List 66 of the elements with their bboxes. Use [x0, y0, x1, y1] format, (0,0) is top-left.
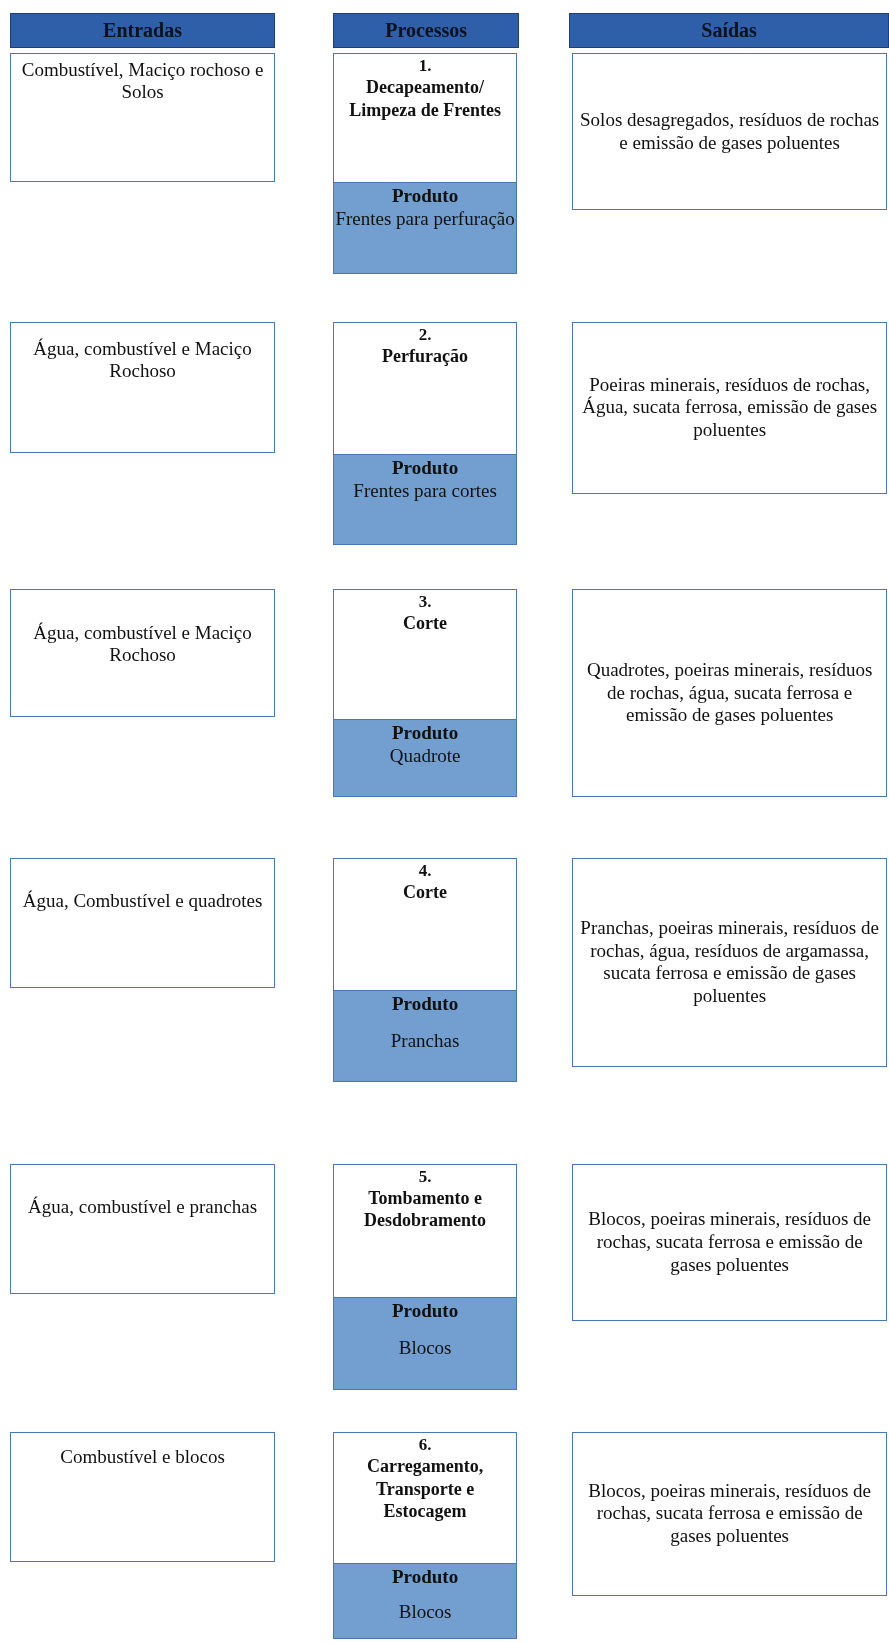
output-text: Solos desagregados, resíduos de rochas e emissão de gases poluentes [579, 108, 880, 155]
column-header [333, 12, 519, 49]
process-box [333, 321, 517, 546]
process-title: Decapeamento/ Limpeza de Frentes [348, 76, 502, 122]
product-band [334, 453, 516, 545]
process-title: Carregamento, Transporte e Estocagem [366, 1455, 485, 1523]
process-box [333, 1432, 517, 1639]
output-text: Poeiras minerais, resíduos de rochas, Água, sucata ferrosa, emissão de gases poluentes [581, 373, 879, 442]
step-number: 1. [417, 56, 433, 77]
input-text: Água, combustível e Maciço Rochoso [32, 337, 253, 384]
product-band [334, 182, 516, 273]
input-box [10, 1432, 275, 1562]
input-box [10, 589, 275, 718]
step-number: 6. [417, 1435, 433, 1456]
step-number: 2. [417, 324, 433, 345]
input-box [10, 857, 275, 988]
output-box [572, 1163, 887, 1321]
product-text: Blocos [398, 1335, 452, 1360]
process-title: Corte [402, 612, 449, 635]
process-title: Corte [402, 880, 449, 904]
input-box [10, 1163, 275, 1294]
input-box [10, 321, 275, 453]
input-text: Água, combustível e pranchas [28, 1196, 258, 1219]
input-text: Água, Combustível e quadrotes [22, 890, 263, 913]
product-text: Frentes para perfuração [335, 207, 515, 232]
product-band [334, 719, 516, 796]
product-heading: Produto [392, 1566, 459, 1588]
process-title: Tombamento e Desdobramento [363, 1186, 488, 1232]
input-text: Combustível e blocos [60, 1445, 225, 1469]
process-box [333, 857, 517, 1082]
product-text: Blocos [398, 1600, 452, 1624]
product-heading: Produto [392, 1299, 459, 1322]
product-band [334, 1296, 516, 1390]
output-box [572, 53, 887, 210]
output-box [572, 589, 887, 797]
header-text: Saídas [701, 18, 757, 42]
product-band [334, 989, 516, 1081]
output-box [572, 321, 887, 494]
column-header [569, 12, 889, 49]
product-text: Frentes para cortes [353, 478, 497, 503]
process-box [333, 1163, 517, 1391]
product-text: Quadrote [389, 744, 461, 768]
output-text: Quadrotes, poeiras minerais, resíduos de rochas, água, sucata ferrosa e emissão de gases poluentes [585, 658, 874, 728]
product-text: Pranchas [390, 1028, 460, 1053]
output-box [572, 857, 887, 1068]
product-heading: Produto [392, 456, 459, 479]
process-box [333, 53, 517, 274]
column-header [10, 12, 275, 49]
output-text: Blocos, poeiras minerais, resíduos de rochas, sucata ferrosa e emissão de gases poluentes [587, 1208, 873, 1277]
input-box [10, 53, 275, 183]
process-box [333, 589, 517, 797]
header-text: Entradas [103, 18, 182, 42]
output-text: Blocos, poeiras minerais, resíduos de rochas, sucata ferrosa e emissão de gases poluentes [587, 1479, 873, 1548]
step-number: 3. [417, 592, 433, 613]
process-title: Perfuração [381, 344, 470, 368]
product-heading: Produto [392, 992, 459, 1015]
product-heading: Produto [392, 722, 459, 745]
output-box [572, 1432, 887, 1596]
step-number: 5. [417, 1166, 433, 1187]
product-heading: Produto [392, 185, 459, 208]
output-text: Pranchas, poeiras minerais, resíduos de rochas, água, resíduos de argamassa, sucata ferrosa e emissão de gases poluentes [579, 916, 880, 1008]
step-number: 4. [417, 860, 433, 881]
input-text: Combustível, Maciço rochoso e Solos [20, 58, 265, 105]
product-band [334, 1563, 516, 1638]
header-text: Processos [385, 18, 468, 42]
input-text: Água, combustível e Maciço Rochoso [32, 621, 253, 668]
